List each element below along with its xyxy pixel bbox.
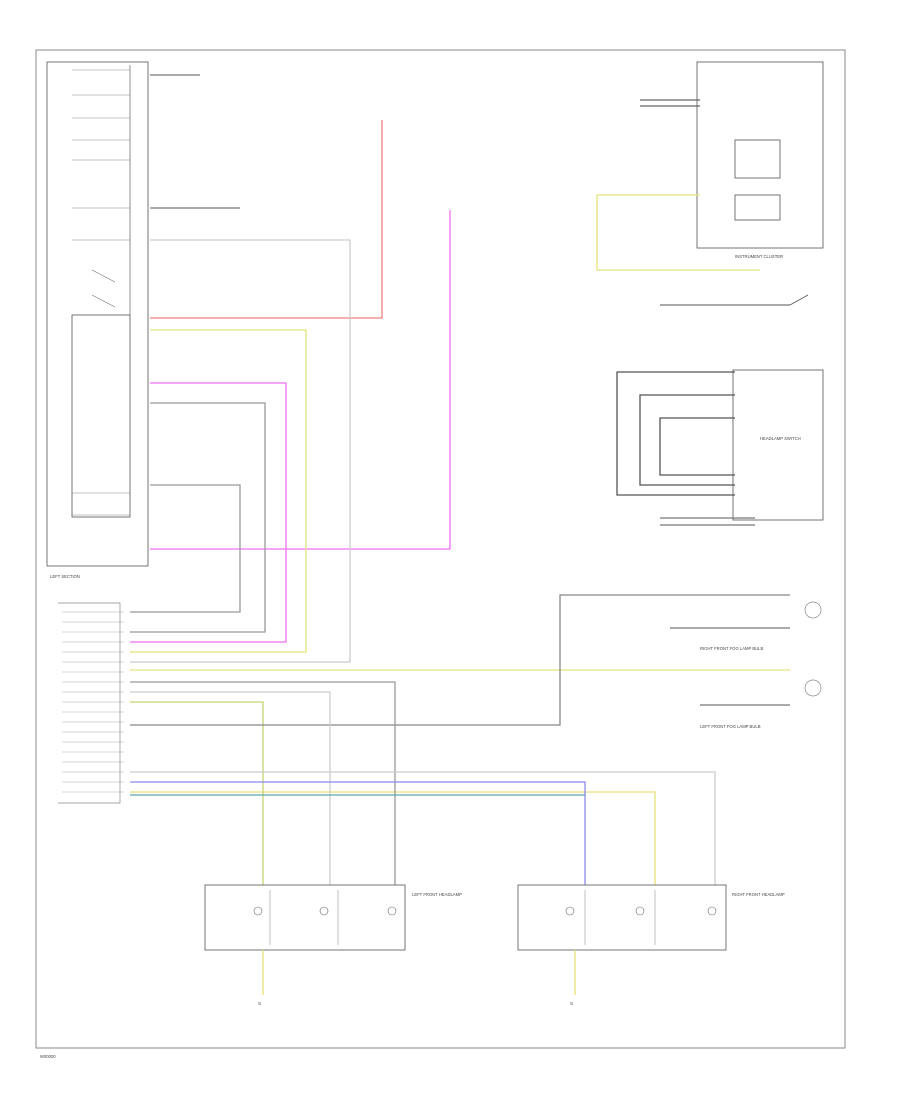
right-fog-lamp-label: RIGHT FRONT FOG LAMP BULB (700, 646, 763, 651)
left-fog-lamp-label: LEFT FRONT FOG LAMP BULB (700, 724, 761, 729)
wire-range-1 (616, 371, 735, 496)
light-switch-housing (46, 61, 149, 567)
right-fog-lamp-icon (804, 601, 822, 619)
left-section-label: LEFT SECTION (50, 574, 80, 579)
wire-gray-1 (130, 402, 266, 633)
connector-bracket (58, 602, 121, 804)
cluster-inner-box-1 (734, 139, 781, 179)
wire-pink-main (150, 210, 451, 550)
left-front-headlamp-box (204, 884, 406, 951)
bulb-icon (565, 906, 575, 916)
left-fog-lamp-icon (804, 679, 822, 697)
bulb-icon (635, 906, 645, 916)
right-front-headlamp-label: RIGHT FRONT HEADLAMP (732, 892, 785, 897)
switch-contact (789, 294, 809, 306)
bulb-icon (253, 906, 263, 916)
wire-lightgray-3 (130, 771, 716, 885)
bulb-icon (387, 906, 397, 916)
left-front-headlamp-label: LEFT FRONT HEADLAMP (412, 892, 462, 897)
bulb-icon (319, 906, 329, 916)
wire-gray-2 (130, 484, 241, 613)
instrument-cluster-label: INSTRUMENT CLUSTER (735, 254, 783, 259)
ground-label: G (258, 1001, 261, 1006)
cluster-inner-box-2 (734, 194, 781, 221)
wire-pink-2 (130, 382, 287, 643)
wire-gray-left-headlamp (130, 681, 396, 885)
headlamp-switch-label: HEADLAMP SWITCH (760, 436, 801, 441)
wire-range-3 (659, 417, 735, 476)
wires (130, 74, 790, 885)
footer-code: W00000 (40, 1054, 56, 1059)
connector-pin-lines (62, 611, 124, 793)
wire-lightgray-2 (130, 691, 331, 885)
headlamp-switch-box (71, 314, 131, 518)
wire-red (150, 120, 383, 319)
ground-label: G (570, 1001, 573, 1006)
headlamp-range-switch-box (732, 369, 824, 521)
wire-blue (130, 781, 586, 885)
wire-yellow-right-headlamp (130, 791, 656, 885)
bulb-icon (707, 906, 717, 916)
wire-lightgray-1 (130, 239, 351, 663)
wire-yellowgreen-left-headlamp (130, 701, 264, 885)
diagram-frame (35, 49, 846, 1049)
wire-range-2 (639, 394, 735, 486)
right-front-headlamp-box (517, 884, 727, 951)
wire-gray-right (130, 594, 790, 726)
wire-yellow-1 (130, 329, 307, 653)
instrument-cluster-box (696, 61, 824, 249)
wire-yellow-cluster (596, 195, 760, 271)
